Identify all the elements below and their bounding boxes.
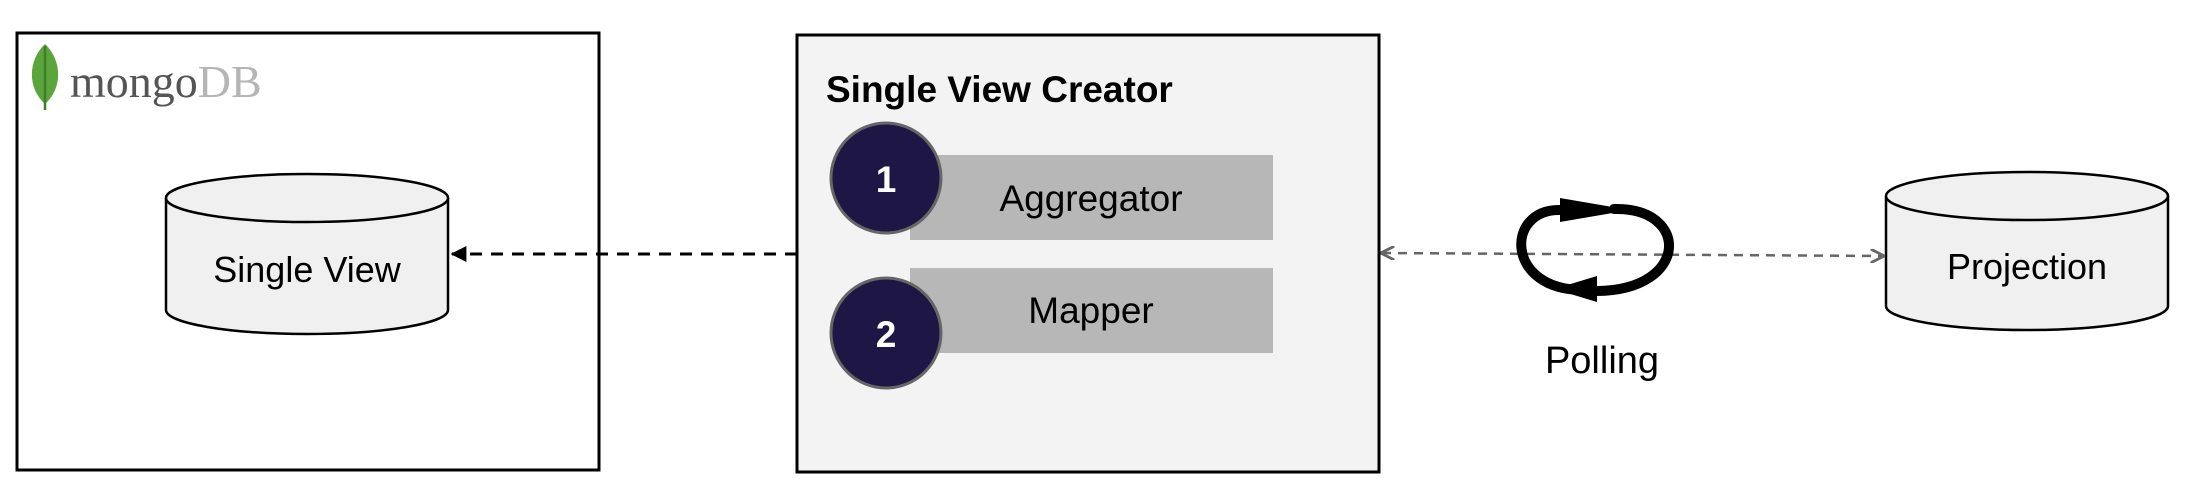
- polling-loop-icon: [1516, 198, 1674, 302]
- aggregator-bar: [910, 155, 1273, 240]
- step-2-badge: [829, 276, 943, 390]
- svg-text:mongoDB: mongoDB: [70, 56, 262, 107]
- step-mapper: Mapper 2: [829, 268, 1273, 390]
- single-view-database-icon: Single View: [164, 172, 450, 336]
- step-2-number: 2: [876, 314, 897, 355]
- mapper-bar: [910, 268, 1273, 353]
- mongodb-panel: mongoDB Single View: [15, 31, 601, 472]
- single-view-creator-panel: Single View Creator Aggregator 1 Mapper …: [795, 33, 1381, 474]
- creator-panel-frame: [795, 33, 1381, 474]
- step-aggregator: Aggregator 1: [829, 121, 1273, 240]
- step-1-badge: [829, 121, 943, 235]
- polling-arrow: [1382, 253, 1883, 256]
- mongodb-logo: mongoDB: [31, 44, 262, 110]
- polling-label: Polling: [1545, 340, 1659, 382]
- logo-text-db: DB: [198, 56, 262, 107]
- projection-label: Projection: [1947, 246, 2107, 287]
- logo-text-mongo: mongo: [70, 56, 198, 107]
- leaf-icon: [31, 44, 59, 110]
- aggregator-label: Aggregator: [999, 178, 1182, 219]
- creator-title: Single View Creator: [826, 69, 1173, 110]
- mapper-label: Mapper: [1028, 290, 1153, 331]
- step-1-number: 1: [876, 159, 897, 200]
- projection-database-icon: Projection: [1884, 170, 2170, 332]
- single-view-label: Single View: [213, 249, 401, 290]
